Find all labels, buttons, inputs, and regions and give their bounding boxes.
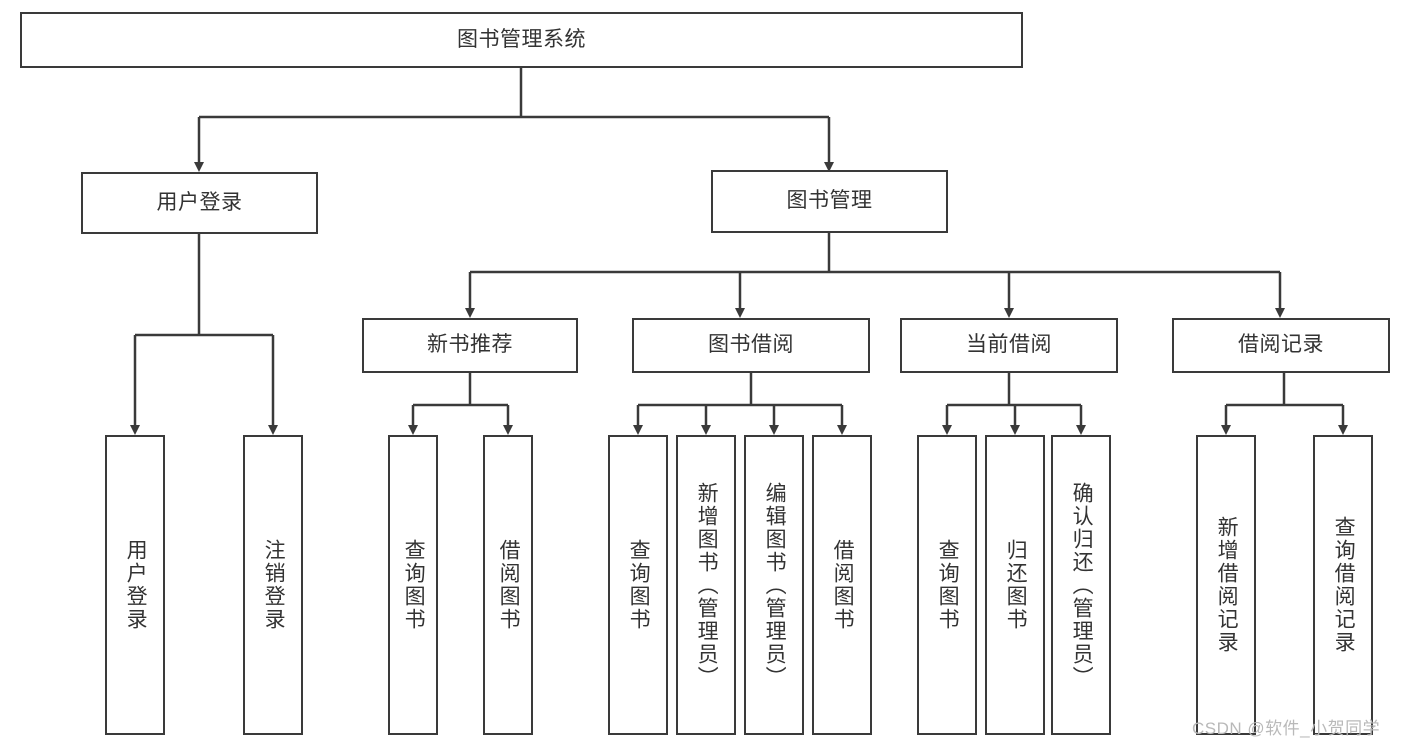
leaf-node-label: 查询借阅记录 xyxy=(1332,516,1356,654)
leaf-node-label: 查询图书 xyxy=(936,539,960,631)
node-borrow-record[interactable]: 借阅记录 xyxy=(1172,318,1390,373)
leaf-node-label: 新增图书（管理员） xyxy=(695,481,719,689)
leaf-node-label: 借阅图书 xyxy=(497,539,521,631)
leaf-node-查询图书[interactable]: 查询图书 xyxy=(608,435,668,735)
leaf-node-编辑图书管理员[interactable]: 编辑图书（管理员） xyxy=(744,435,804,735)
leaf-node-label: 查询图书 xyxy=(627,539,651,631)
node-label-book-management: 图书管理 xyxy=(786,189,873,213)
node-book-management[interactable]: 图书管理 xyxy=(711,170,948,233)
leaf-node-label: 用户登录 xyxy=(124,539,148,631)
node-root-system[interactable]: 图书管理系统 xyxy=(20,12,1023,68)
leaf-node-label: 归还图书 xyxy=(1004,539,1028,631)
leaf-node-注销登录[interactable]: 注销登录 xyxy=(243,435,303,735)
node-book-borrow[interactable]: 图书借阅 xyxy=(632,318,870,373)
node-user-login[interactable]: 用户登录 xyxy=(81,172,318,234)
leaf-node-label: 编辑图书（管理员） xyxy=(763,481,787,689)
leaf-node-label: 查询图书 xyxy=(402,539,426,631)
leaf-node-新增借阅记录[interactable]: 新增借阅记录 xyxy=(1196,435,1256,735)
leaf-node-借阅图书[interactable]: 借阅图书 xyxy=(812,435,872,735)
leaf-node-新增图书管理员[interactable]: 新增图书（管理员） xyxy=(676,435,736,735)
leaf-node-借阅图书[interactable]: 借阅图书 xyxy=(483,435,533,735)
csdn-watermark: CSDN @软件_小贺同学 xyxy=(1192,719,1381,738)
leaf-node-归还图书[interactable]: 归还图书 xyxy=(985,435,1045,735)
leaf-node-用户登录[interactable]: 用户登录 xyxy=(105,435,165,735)
node-label-current-borrow: 当前借阅 xyxy=(966,333,1052,357)
leaf-node-确认归还管理员[interactable]: 确认归还（管理员） xyxy=(1051,435,1111,735)
node-label-root: 图书管理系统 xyxy=(457,27,586,51)
node-label-new-book-recommend: 新书推荐 xyxy=(427,333,513,357)
node-label-borrow-record: 借阅记录 xyxy=(1238,333,1324,357)
leaf-node-查询图书[interactable]: 查询图书 xyxy=(388,435,438,735)
node-new-book-recommend[interactable]: 新书推荐 xyxy=(362,318,578,373)
leaf-node-查询借阅记录[interactable]: 查询借阅记录 xyxy=(1313,435,1373,735)
leaf-node-label: 确认归还（管理员） xyxy=(1070,481,1094,689)
leaf-node-查询图书[interactable]: 查询图书 xyxy=(917,435,977,735)
node-label-book-borrow: 图书借阅 xyxy=(708,333,794,357)
node-current-borrow[interactable]: 当前借阅 xyxy=(900,318,1118,373)
node-label-user-login: 用户登录 xyxy=(156,190,243,214)
leaf-node-label: 借阅图书 xyxy=(831,539,855,631)
leaf-node-label: 注销登录 xyxy=(262,539,286,631)
leaf-node-label: 新增借阅记录 xyxy=(1215,516,1239,654)
